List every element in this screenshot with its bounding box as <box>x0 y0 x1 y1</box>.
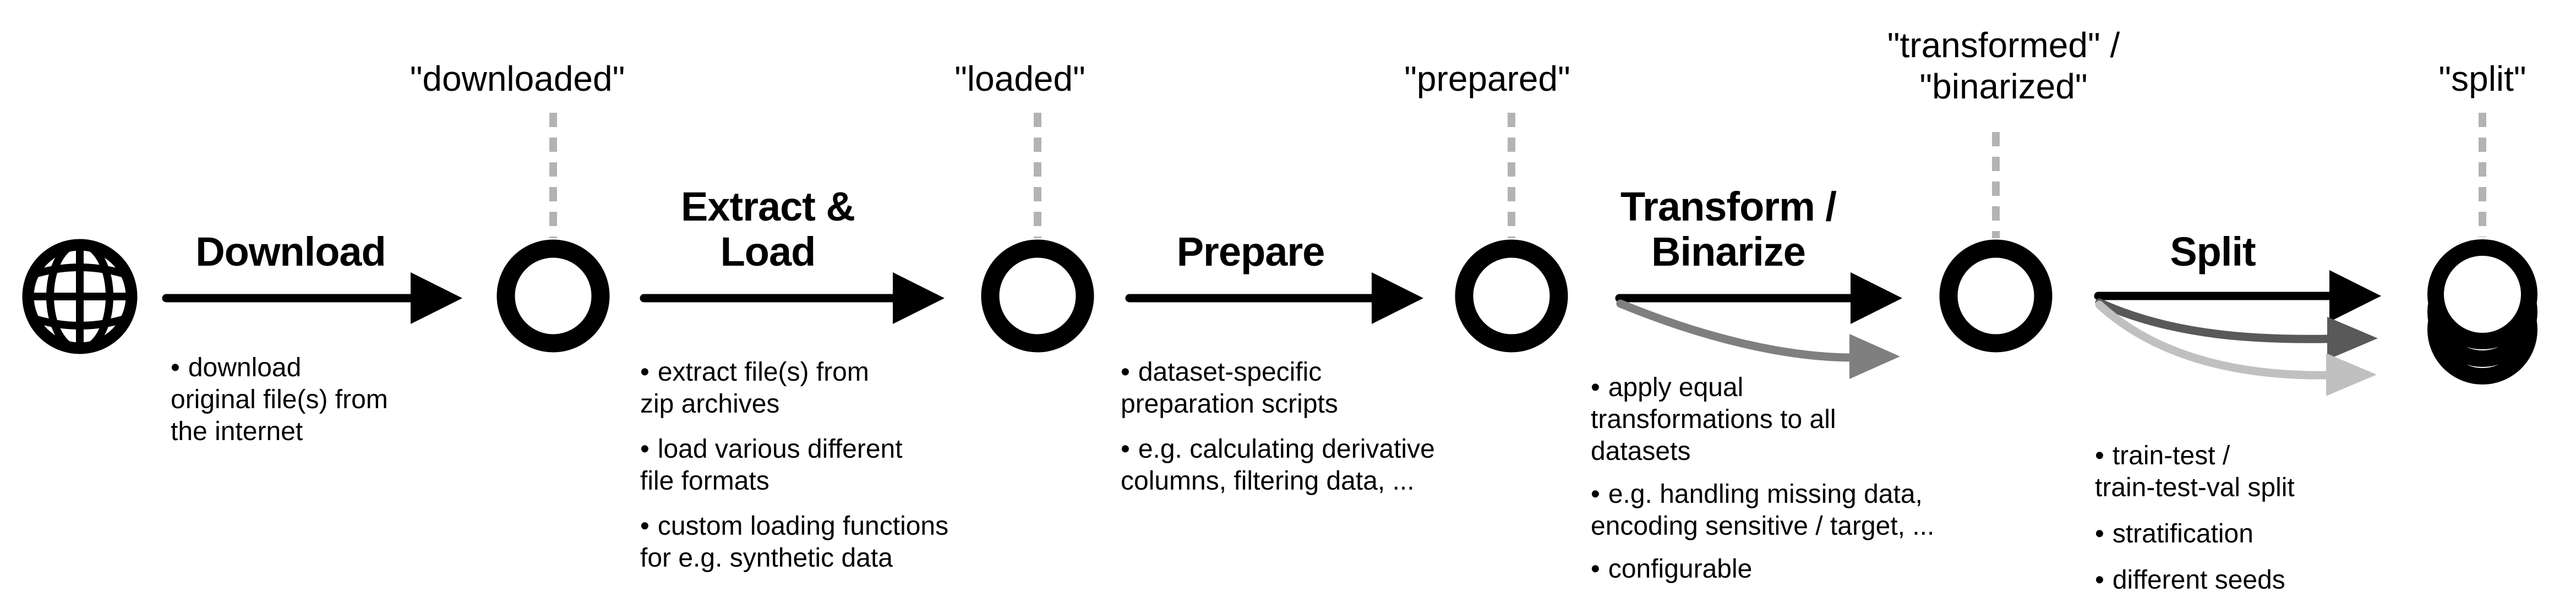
bullet-text: load various different file formats <box>640 435 903 496</box>
bullet-icon: • <box>640 512 650 541</box>
globe-latitude-south <box>24 312 136 330</box>
bullet-icon: • <box>1591 373 1600 402</box>
bullet-text: train-test / train-test-val split <box>2095 441 2295 502</box>
bullet-item: •e.g. handling missing data, encoding se… <box>1591 479 2097 542</box>
arrowhead <box>1372 272 1423 324</box>
split-arrows <box>2094 270 2381 396</box>
bullet-item: •download original file(s) from the inte… <box>171 352 523 448</box>
arrowhead-black <box>2329 270 2381 322</box>
download-notes: •download original file(s) from the inte… <box>171 352 523 461</box>
extract-load-notes: •extract file(s) from zip archives •load… <box>640 356 1069 587</box>
bullet-text: e.g. calculating derivative columns, fil… <box>1121 435 1435 496</box>
bullet-text: extract file(s) from zip archives <box>640 358 869 419</box>
bullet-text: stratification <box>2112 519 2253 548</box>
state-label-transformed-binarized: "transformed" / "binarized" <box>1887 25 2120 106</box>
state-node-transformed <box>1939 239 2053 353</box>
stack-circle-front <box>2427 239 2537 349</box>
stage-heading-extract-load: Extract & Load <box>681 184 855 274</box>
split-notes: •train-test / train-test-val split •stra… <box>2095 440 2491 611</box>
bullet-item: •custom loading functions for e.g. synth… <box>640 510 1069 574</box>
arrowhead <box>411 272 462 324</box>
bullet-icon: • <box>1591 480 1600 509</box>
bullet-text: download original file(s) from the inter… <box>171 353 388 446</box>
state-label-prepared: "prepared" <box>1404 59 1570 98</box>
bullet-icon: • <box>1121 435 1130 464</box>
bullet-text: dataset-specific preparation scripts <box>1121 358 1338 419</box>
bullet-item: •load various different file formats <box>640 433 1069 497</box>
extract-load-arrow <box>640 272 945 324</box>
arrowhead-light-gray <box>2326 353 2377 396</box>
download-arrow <box>162 272 462 324</box>
bullet-icon: • <box>171 353 180 382</box>
stage-heading-transform-binarize: Transform / Binarize <box>1620 184 1837 274</box>
bullet-text: apply equal transformations to all datas… <box>1591 373 1836 466</box>
state-label-loaded: "loaded" <box>954 59 1085 98</box>
curved-arrow-dark-gray <box>2095 298 2333 343</box>
state-node-downloaded <box>496 239 610 353</box>
transform-binarize-arrows <box>1615 272 1902 379</box>
bullet-text: e.g. handling missing data, encoding sen… <box>1591 480 1935 541</box>
globe-icon <box>22 239 138 354</box>
prepare-notes: •dataset-specific preparation scripts •e… <box>1121 356 1605 510</box>
transform-binarize-notes: •apply equal transformations to all data… <box>1591 372 2097 596</box>
curved-arrow-light-gray <box>2095 300 2332 380</box>
stage-heading-split: Split <box>2170 229 2256 274</box>
bullet-text: configurable <box>1608 554 1753 584</box>
bullet-item: •train-test / train-test-val split <box>2095 440 2491 504</box>
bullet-icon: • <box>1121 358 1130 387</box>
state-label-split: "split" <box>2438 59 2526 98</box>
bullet-text: custom loading functions for e.g. synthe… <box>640 512 949 573</box>
bullet-item: •extract file(s) from zip archives <box>640 356 1069 420</box>
stage-heading-download: Download <box>195 229 386 274</box>
state-label-downloaded: "downloaded" <box>410 59 625 98</box>
bullet-item: • different seeds <box>2095 564 2491 596</box>
state-connector-lines <box>549 113 2486 238</box>
bullet-icon: • <box>2095 441 2104 470</box>
arrowhead-dark-gray <box>2327 317 2378 360</box>
prepare-arrow <box>1125 272 1423 324</box>
curved-arrow-gray <box>1616 299 1857 362</box>
bullet-icon: • <box>1591 554 1600 584</box>
bullet-icon: • <box>2095 565 2104 595</box>
bullet-text: different seeds <box>2112 565 2285 595</box>
globe-latitude-north <box>24 263 136 281</box>
arrowhead-black <box>1851 272 1902 324</box>
bullet-icon: • <box>640 358 650 387</box>
bullet-item: • stratification <box>2095 518 2491 550</box>
bullet-icon: • <box>2095 519 2104 548</box>
bullet-item: •dataset-specific preparation scripts <box>1121 356 1605 420</box>
bullet-item: • configurable <box>1591 553 2097 585</box>
stage-heading-prepare: Prepare <box>1176 229 1325 274</box>
bullet-item: •e.g. calculating derivative columns, fi… <box>1121 433 1605 497</box>
stacked-circles-icon <box>2427 239 2537 385</box>
arrowhead <box>893 272 945 324</box>
state-node-prepared <box>1455 239 1568 353</box>
arrowhead-gray <box>1849 334 1900 379</box>
bullet-icon: • <box>640 435 650 464</box>
bullet-item: •apply equal transformations to all data… <box>1591 372 2097 468</box>
state-node-loaded <box>981 239 1094 353</box>
